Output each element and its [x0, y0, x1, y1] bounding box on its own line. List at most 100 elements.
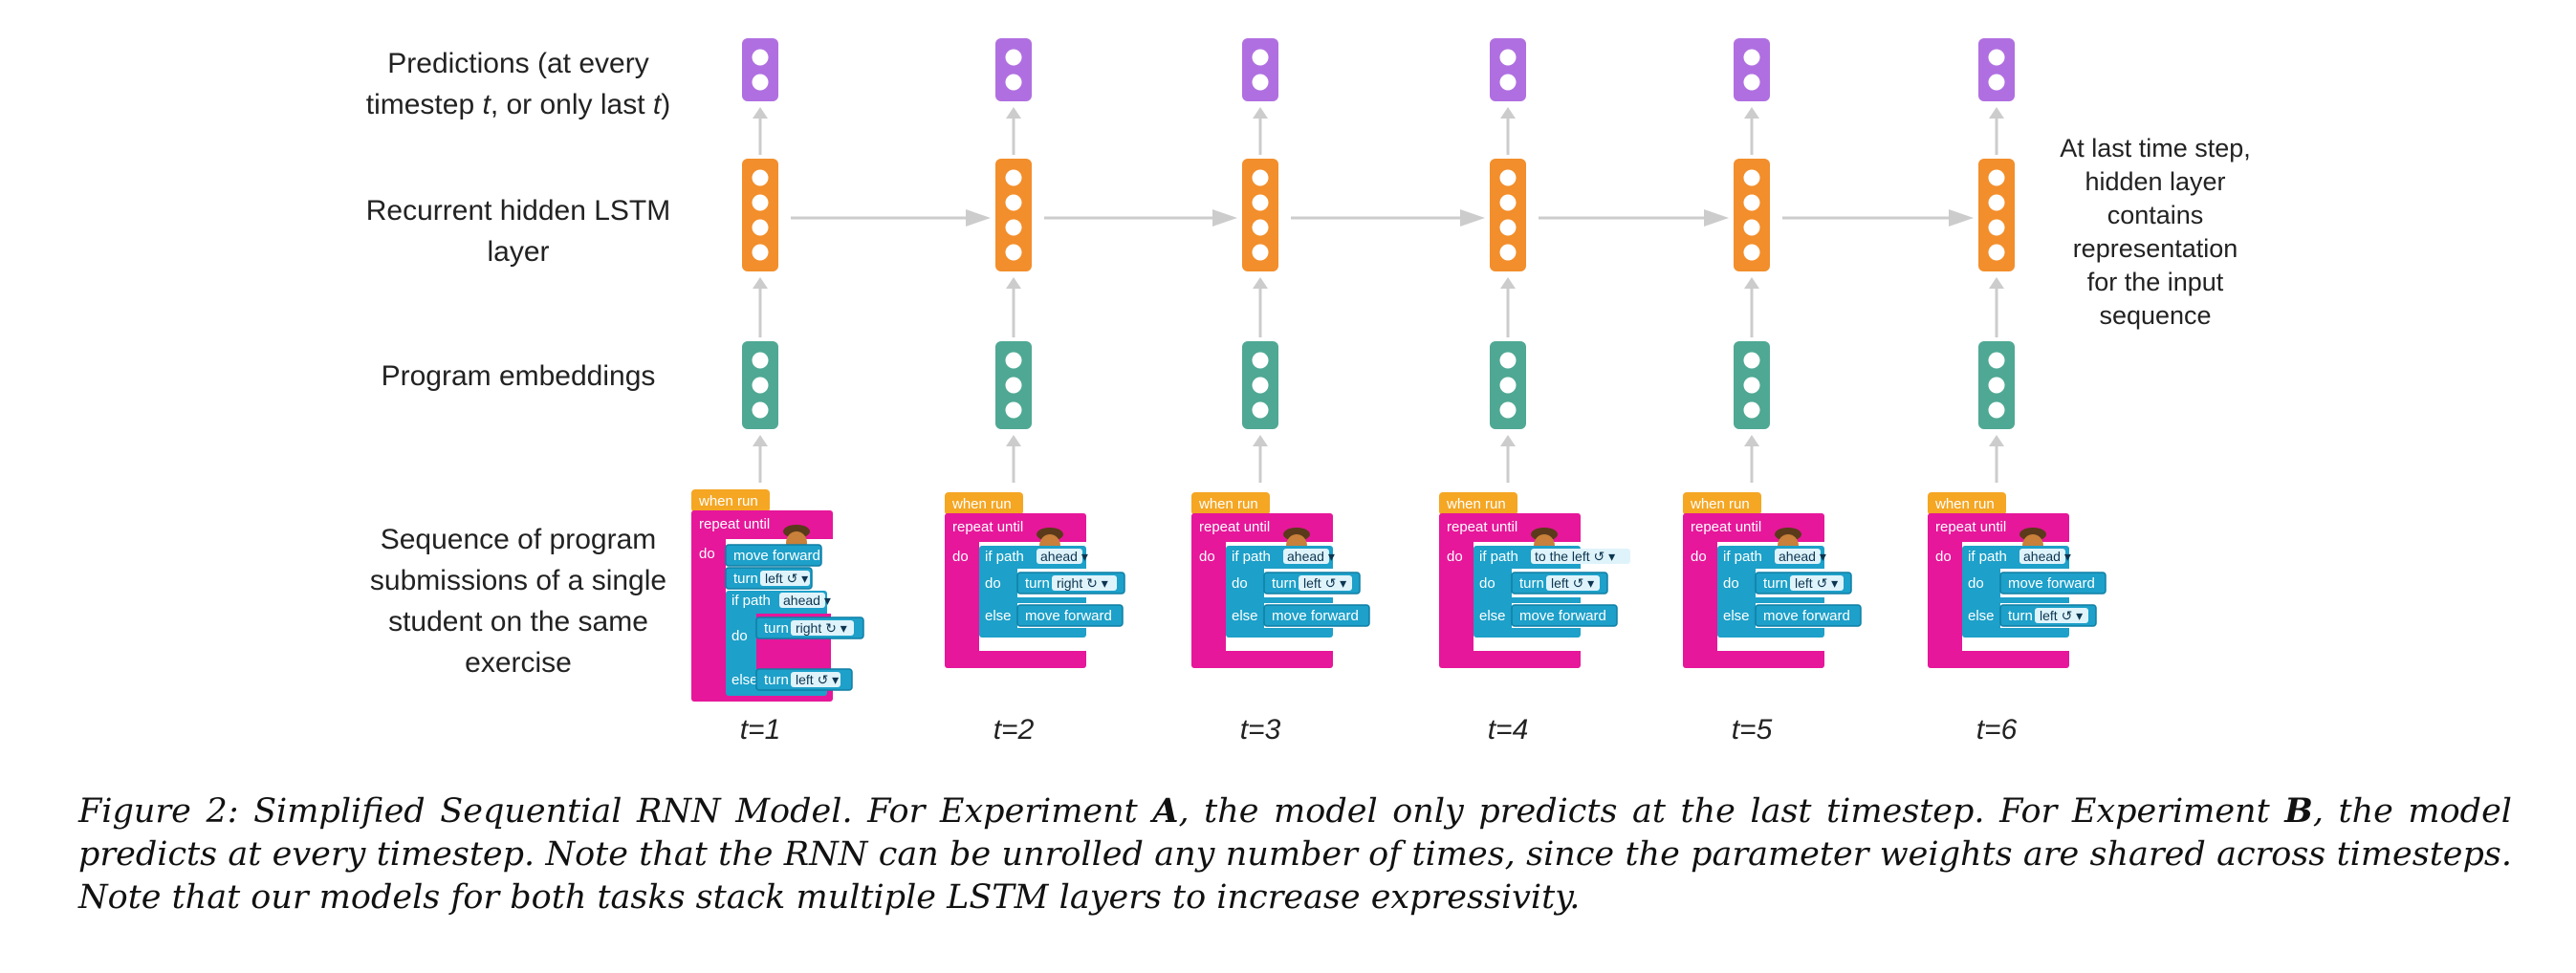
- if-do-label: do: [1479, 575, 1495, 592]
- embedding-node-2-unit: [1005, 401, 1022, 419]
- arrow-prog-to-emb-5-head: [1744, 435, 1759, 446]
- else-action-block: move forward: [1016, 604, 1124, 627]
- prediction-node-1: [742, 38, 778, 101]
- else-action-block-label: move forward: [1272, 608, 1359, 624]
- do-action-block-dropdown-text: left ↺ ▾: [1795, 575, 1838, 591]
- when-run-label: when run: [698, 493, 758, 509]
- prediction-node-5-unit: [1743, 74, 1760, 91]
- when-run-block: when run: [1928, 492, 2006, 515]
- hidden-node-4-unit: [1499, 219, 1517, 236]
- hidden-label-line2: layer: [487, 236, 549, 268]
- prediction-node-3-unit: [1252, 74, 1269, 91]
- if-path-dropdown-text: ahead ▾: [1287, 549, 1335, 564]
- when-run-bg: [1928, 492, 2006, 515]
- else-label: else: [1232, 608, 1258, 624]
- prediction-node-5-box: [1734, 38, 1770, 101]
- do-action-block: move forward: [1999, 572, 2107, 595]
- do-action-block-label: turn: [1519, 575, 1544, 592]
- hidden-node-5-box: [1734, 159, 1770, 271]
- if-path-dropdown-text: ahead ▾: [1779, 549, 1826, 564]
- repeat-until-label: repeat until: [699, 516, 770, 532]
- arrow-hidden-to-pred-4-head: [1500, 107, 1516, 119]
- side-note: At last time step, hidden layer contains…: [2060, 134, 2251, 330]
- repeat-do-label: do: [1691, 549, 1707, 565]
- rnn-figure: Predictions (at every timestep t, or onl…: [366, 38, 2251, 746]
- else-label: else: [731, 672, 758, 688]
- hidden-node-3: [1242, 159, 1278, 271]
- hidden-node-2-unit: [1005, 169, 1022, 186]
- else-action-block-dropdown-text: left ↺ ▾: [2040, 608, 2083, 623]
- hidden-node-1-unit: [752, 244, 769, 261]
- if-path-label: if path: [985, 549, 1024, 565]
- arrow-recurrent-3-head: [1460, 209, 1485, 227]
- hidden-node-5: [1734, 159, 1770, 271]
- repeat-until-label: repeat until: [1691, 519, 1761, 535]
- else-action-block-label: move forward: [1519, 608, 1606, 624]
- hidden-node-2-box: [995, 159, 1032, 271]
- do-action-block-label: turn: [1025, 575, 1050, 592]
- prediction-node-6-unit: [1988, 74, 2005, 91]
- if-path-label: if path: [1479, 549, 1518, 565]
- experiment-b: B: [2284, 791, 2313, 831]
- embedding-node-2: [995, 341, 1032, 429]
- repeat-until-label: repeat until: [952, 519, 1023, 535]
- repeat-do-label: do: [1935, 549, 1952, 565]
- repeat-do-label: do: [1199, 549, 1215, 565]
- repeat-until-label: repeat until: [1935, 519, 2006, 535]
- turn-left-else-block-dropdown: [791, 672, 840, 687]
- arrow-hidden-to-pred-2-head: [1006, 107, 1021, 119]
- hidden-node-4-unit: [1499, 169, 1517, 186]
- else-action-block-label: move forward: [1763, 608, 1850, 624]
- prediction-node-4-unit: [1499, 74, 1517, 91]
- hidden-node-1: [742, 159, 778, 271]
- else-label: else: [985, 608, 1012, 624]
- prediction-node-5-unit: [1743, 49, 1760, 66]
- side-note-line3: contains: [2107, 201, 2204, 229]
- when-run-label: when run: [1934, 496, 1995, 512]
- embedding-node-6: [1978, 341, 2015, 429]
- else-action-block-bg: [1016, 604, 1124, 627]
- hidden-node-5-unit: [1743, 244, 1760, 261]
- when-run-label: when run: [1690, 496, 1750, 512]
- arrow-prog-to-emb-6-head: [1989, 435, 2004, 446]
- arrow-recurrent-2-head: [1212, 209, 1237, 227]
- do-action-block-label: move forward: [2008, 575, 2095, 592]
- prediction-node-1-box: [742, 38, 778, 101]
- hidden-node-2-unit: [1005, 244, 1022, 261]
- repeat-do-label: do: [952, 549, 969, 565]
- do-action-block-dropdown-text: left ↺ ▾: [1303, 575, 1346, 591]
- repeat-until-label: repeat until: [1447, 519, 1517, 535]
- if-path-label: if path: [1968, 549, 2007, 565]
- prediction-node-2: [995, 38, 1032, 101]
- embedding-node-5: [1734, 341, 1770, 429]
- embedding-node-5-unit: [1743, 377, 1760, 394]
- when-run-block: when run: [1191, 492, 1270, 515]
- move-forward-block-bg: [725, 544, 822, 567]
- else-action-block: move forward: [1755, 604, 1862, 627]
- embedding-node-5-unit: [1743, 401, 1760, 419]
- hidden-node-4-unit: [1499, 194, 1517, 211]
- arrow-prog-to-emb-2-head: [1006, 435, 1021, 446]
- prediction-node-1-unit: [752, 49, 769, 66]
- arrow-emb-to-hidden-5-head: [1744, 277, 1759, 289]
- hidden-node-1-unit: [752, 219, 769, 236]
- arrow-recurrent-4-head: [1704, 209, 1729, 227]
- hidden-node-6-unit: [1988, 244, 2005, 261]
- if-do-label: do: [731, 628, 748, 644]
- timestep-label-4: t=4: [1488, 714, 1529, 746]
- embedding-node-3-unit: [1252, 377, 1269, 394]
- when-run-block: when run: [691, 489, 770, 512]
- if-path-dropdown: [1775, 549, 1821, 564]
- timestep-label-6: t=6: [1976, 714, 2018, 746]
- timestep-label-1: t=1: [740, 714, 781, 746]
- if-path-dropdown-text: ahead ▾: [2023, 549, 2071, 564]
- experiment-a: A: [1152, 791, 1179, 831]
